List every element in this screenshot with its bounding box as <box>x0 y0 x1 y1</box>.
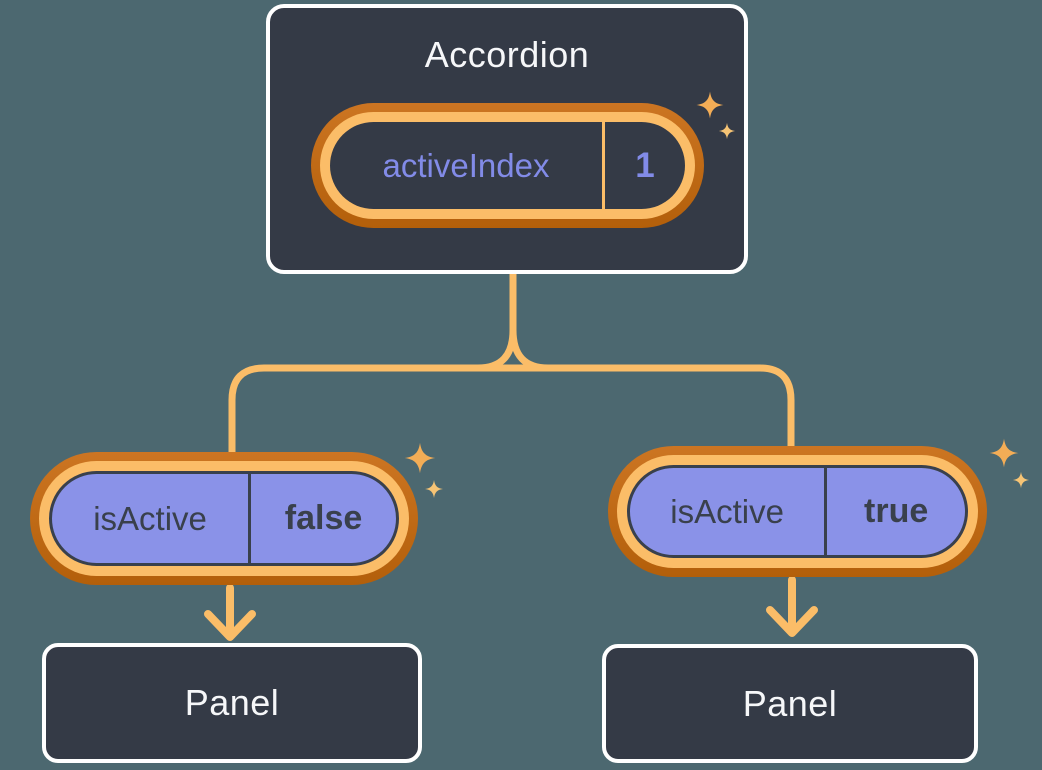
fork-horizontal-line <box>228 364 795 456</box>
state-pill-label: activeIndex <box>382 146 550 184</box>
prop-pill-isactive-right: isActive true <box>608 446 987 577</box>
panel-node-right: Panel <box>602 644 978 763</box>
sparkle-small-icon <box>1012 471 1030 489</box>
fork-flare-right <box>509 329 549 372</box>
pill-divider <box>248 474 252 563</box>
state-pill-inner-ring: activeIndex 1 <box>320 112 695 219</box>
state-pill: activeIndex 1 <box>311 103 704 228</box>
sparkle-large-icon <box>989 438 1019 468</box>
accordion-title: Accordion <box>424 34 590 75</box>
prop-pill-label: isActive <box>93 499 207 537</box>
sparkle-large-icon <box>404 442 436 474</box>
prop-pill-isactive-left: isActive false <box>30 452 418 585</box>
panel-node-left: Panel <box>42 643 422 763</box>
sparkle-small-icon <box>718 122 736 140</box>
arrow-down-icon <box>766 606 818 637</box>
prop-pill-inner-ring: isActive false <box>39 461 409 576</box>
sparkle-small-icon <box>425 480 443 498</box>
prop-pill-value: false <box>284 499 363 537</box>
prop-pill-inner-ring: isActive true <box>617 455 978 568</box>
prop-pill-value: true <box>864 492 929 530</box>
pill-divider <box>824 468 828 555</box>
prop-pill-label: isActive <box>670 492 784 530</box>
accordion-node: Accordion activeIndex 1 <box>266 4 748 274</box>
sparkle-large-icon <box>696 91 724 119</box>
fork-flare-left <box>477 329 517 372</box>
arrow-down-icon <box>204 610 256 641</box>
panel-title: Panel <box>742 682 838 724</box>
pill-divider <box>602 122 605 209</box>
panel-title: Panel <box>184 682 280 723</box>
state-pill-value: 1 <box>635 145 655 185</box>
